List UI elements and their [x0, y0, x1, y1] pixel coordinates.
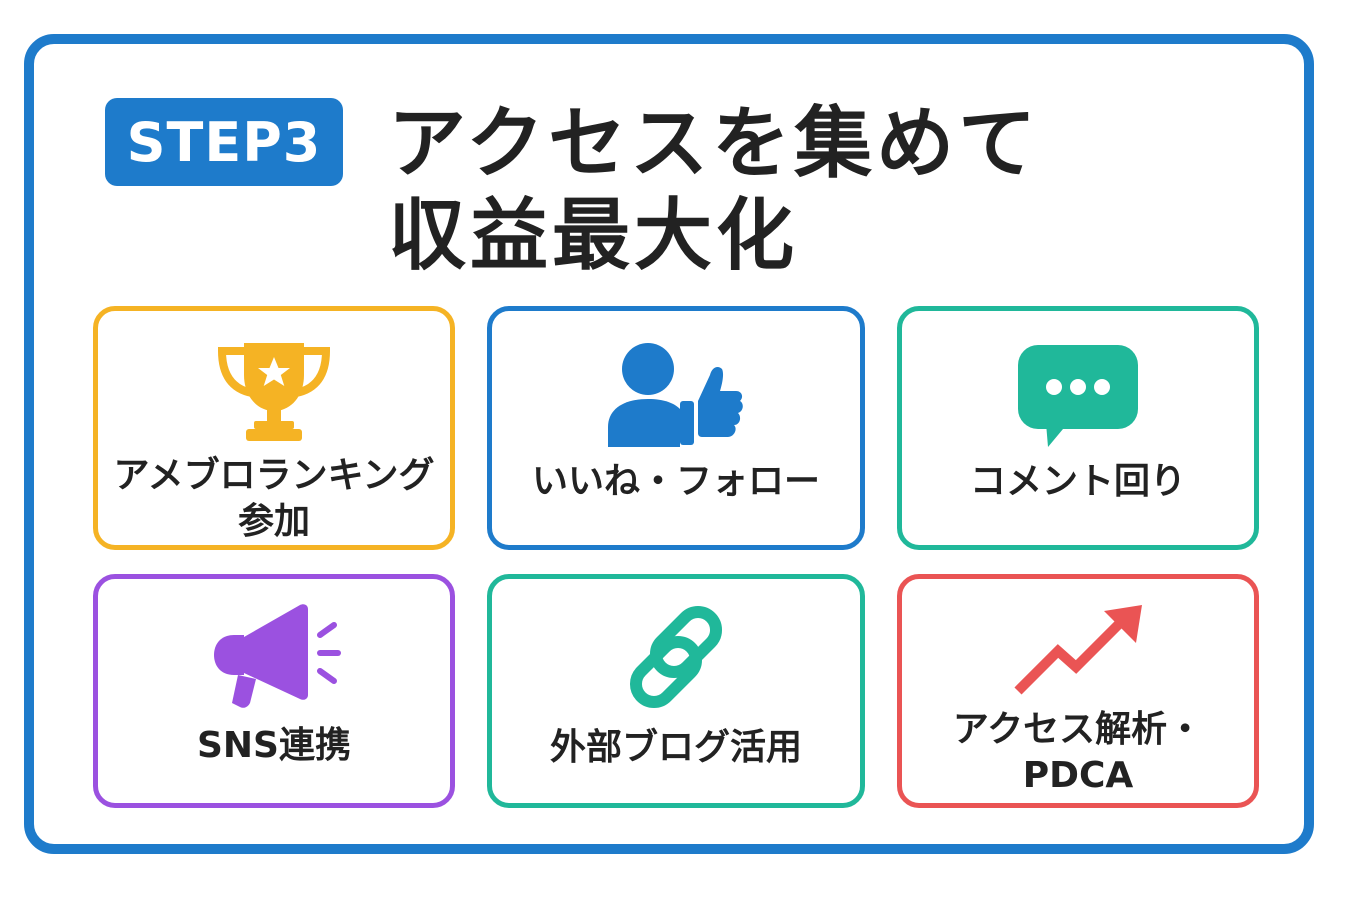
card-external-blog: 外部ブログ活用	[487, 574, 865, 808]
card-label: SNS連携	[197, 725, 351, 766]
card-label: アメブロランキング	[113, 455, 435, 496]
card-comment: コメント回り	[897, 306, 1259, 550]
card-label: いいね・フォロー	[531, 461, 820, 502]
card-sns: SNS連携	[93, 574, 455, 808]
trend-up-arrow-icon	[1014, 605, 1142, 695]
megaphone-icon	[214, 604, 341, 708]
card-like-follow: いいね・フォロー	[487, 306, 865, 550]
title-line-2: 収益最大化	[388, 191, 799, 281]
chat-bubble-icon	[1018, 345, 1138, 447]
card-analytics: アクセス解析・ PDCA	[897, 574, 1259, 808]
trophy-icon	[217, 343, 331, 441]
card-label: コメント回り	[969, 461, 1186, 502]
user-thumbs-up-icon	[608, 343, 743, 447]
card-ranking: アメブロランキング 参加	[93, 306, 455, 550]
step-badge: STEP3	[105, 98, 343, 186]
link-icon	[629, 605, 723, 709]
card-label: 外部ブログ活用	[549, 727, 802, 768]
card-label-2: 参加	[237, 501, 310, 542]
card-label: アクセス解析・	[952, 709, 1204, 750]
card-label-2: PDCA	[1022, 755, 1134, 796]
title-line-1: アクセスを集めて	[388, 99, 1041, 189]
page-title: アクセスを集めて 収益最大化	[388, 98, 1040, 282]
